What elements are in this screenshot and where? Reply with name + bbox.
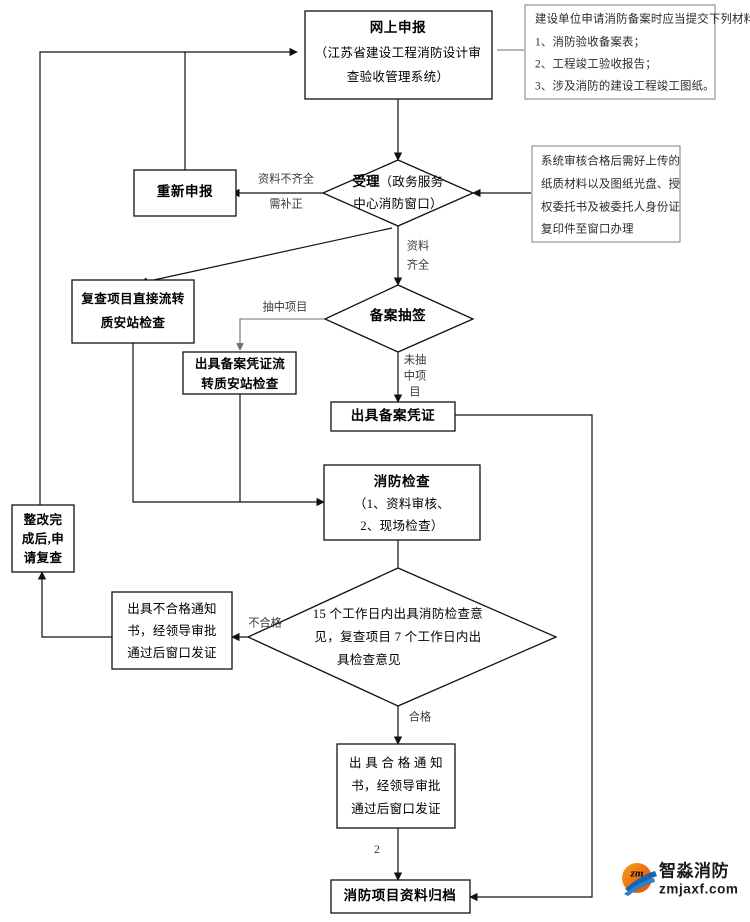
note-window-line-1: 系统审核合格后需好上传的 <box>541 154 680 168</box>
fail-notice-line3: 通过后窗口发证 <box>127 645 217 660</box>
label-not-selected-3: 目 <box>409 387 420 399</box>
node-pass-notice[interactable]: 出 具 合 格 通 知 书，经领导审批 通过后窗口发证 <box>336 743 456 829</box>
node-accept[interactable]: 受理（政务服务 中心消防窗口） <box>321 159 475 227</box>
note-materials-item-3: 3、涉及消防的建设工程竣工图纸。 <box>535 79 715 93</box>
accept-line2: 中心消防窗口） <box>353 196 443 211</box>
edge-accept-to-recheck <box>139 227 393 286</box>
node-fail-notice[interactable]: 出具不合格通知 书，经领导审批 通过后窗口发证 <box>111 591 233 670</box>
note-materials-item-1: 1、消防验收备案表； <box>535 35 645 49</box>
edge-left-rail <box>39 51 185 505</box>
label-materials-complete-2: 齐全 <box>407 258 429 272</box>
watermark-logo: zm 智淼消防 zmjaxf.com <box>622 860 739 897</box>
node-re-declare[interactable]: 重新申报 <box>133 169 237 217</box>
node-lottery[interactable]: 备案抽签 <box>323 284 475 353</box>
fail-notice-line1: 出具不合格通知 <box>127 601 217 616</box>
label-materials-complete-1: 资料 <box>407 239 429 253</box>
deadline-line3: 具检查意见 <box>337 652 401 667</box>
label-not-selected-1: 未抽 <box>404 353 426 367</box>
label-need-supplement-2: 需补正 <box>269 198 303 211</box>
rectify-line3: 请复查 <box>24 550 63 565</box>
watermark-swoosh-icon <box>625 871 657 892</box>
note-materials-item-2: 2、工程竣工验收报告； <box>535 57 657 71</box>
node-issue-cert-transfer[interactable]: 出具备案凭证流 转质安站检查 <box>182 351 297 395</box>
online-declare-line3: 查验收管理系统） <box>347 69 449 84</box>
node-issue-cert[interactable]: 出具备案凭证 <box>330 401 456 432</box>
recheck-transfer-line2: 质安站检查 <box>101 315 166 330</box>
watermark-brand-cn: 智淼消防 <box>659 860 729 880</box>
node-archive[interactable]: 消防项目资料归档 <box>330 879 471 914</box>
label-archive-num: 2 <box>374 842 380 856</box>
recheck-transfer-line1: 复查项目直接流转 <box>80 291 184 306</box>
edge-lottery-selected <box>236 318 325 351</box>
connectors <box>37 47 593 902</box>
pass-notice-line3: 通过后窗口发证 <box>351 801 441 816</box>
re-declare-title: 重新申报 <box>157 183 213 199</box>
node-deadline-decision[interactable]: 15 个工作日内出具消防检查意 见，复查项目 7 个工作日内出 具检查意见 <box>246 567 558 707</box>
accept-line1: 受理（政务服务 <box>352 173 443 189</box>
note-materials-heading: 建设单位申请消防备案时应当提交下列材料： <box>535 12 750 26</box>
note-window: 系统审核合格后需好上传的 纸质材料以及图纸光盘、授 权委托书及被委托人身份证 复… <box>531 145 681 243</box>
rectify-line1: 整改完 <box>24 512 63 527</box>
lottery-title: 备案抽签 <box>369 307 426 323</box>
node-online-declare[interactable]: 网上申报 （江苏省建设工程消防设计审 查验收管理系统） <box>304 10 493 100</box>
node-recheck-transfer[interactable]: 复查项目直接流转 质安站检查 <box>71 279 195 344</box>
note-window-line-4: 复印件至窗口办理 <box>541 222 634 236</box>
issue-cert-transfer-line2: 转质安站检查 <box>201 376 279 391</box>
fire-inspection-title: 消防检查 <box>374 473 430 489</box>
note-window-line-2: 纸质材料以及图纸光盘、授 <box>541 177 680 191</box>
node-rectify-recheck[interactable]: 整改完 成后,申 请复查 <box>11 504 75 573</box>
label-fail: 不合格 <box>248 616 282 630</box>
edge-labels: 资料不齐全 需补正 资料 齐全 抽中项目 未抽 中项 目 不合格 合格 2 <box>248 172 431 856</box>
edge-redeclare-to-online <box>184 47 298 185</box>
online-declare-title: 网上申报 <box>370 19 426 35</box>
online-declare-line2: （江苏省建设工程消防设计审 <box>315 45 481 60</box>
pass-notice-line1: 出 具 合 格 通 知 <box>349 755 443 770</box>
note-materials: 建设单位申请消防备案时应当提交下列材料： 1、消防验收备案表； 2、工程竣工验收… <box>524 4 750 100</box>
node-fire-inspection[interactable]: 消防检查 （1、资料审核、 2、现场检查） <box>323 464 481 541</box>
edge-fail-to-rectify <box>37 571 112 638</box>
deadline-line1: 15 个工作日内出具消防检查意 <box>313 606 483 621</box>
issue-cert-title: 出具备案凭证 <box>351 407 436 423</box>
archive-title: 消防项目资料归档 <box>344 887 457 903</box>
watermark-mark-text: zm <box>630 868 644 880</box>
watermark-swoosh2-icon <box>624 878 655 896</box>
label-selected-project: 抽中项目 <box>263 300 308 314</box>
deadline-line2: 见，复查项目 7 个工作日内出 <box>314 630 481 644</box>
fail-notice-line2: 书，经领导审批 <box>127 623 217 638</box>
rectify-line2: 成后,申 <box>22 531 64 546</box>
note-window-line-3: 权委托书及被委托人身份证 <box>541 200 680 214</box>
label-need-supplement-1: 资料不齐全 <box>258 172 314 186</box>
label-pass: 合格 <box>409 710 431 724</box>
edge-recheck-to-inspection <box>132 343 325 507</box>
pass-notice-line2: 书，经领导审批 <box>351 778 441 793</box>
label-not-selected-2: 中项 <box>404 370 426 383</box>
watermark-brand-url: zmjaxf.com <box>659 882 739 897</box>
edge-cert-to-archive <box>455 414 593 902</box>
fire-inspection-line2: （1、资料审核、 <box>354 496 450 511</box>
issue-cert-transfer-line1: 出具备案凭证流 <box>195 356 285 371</box>
fire-inspection-line3: 2、现场检查） <box>360 518 443 533</box>
